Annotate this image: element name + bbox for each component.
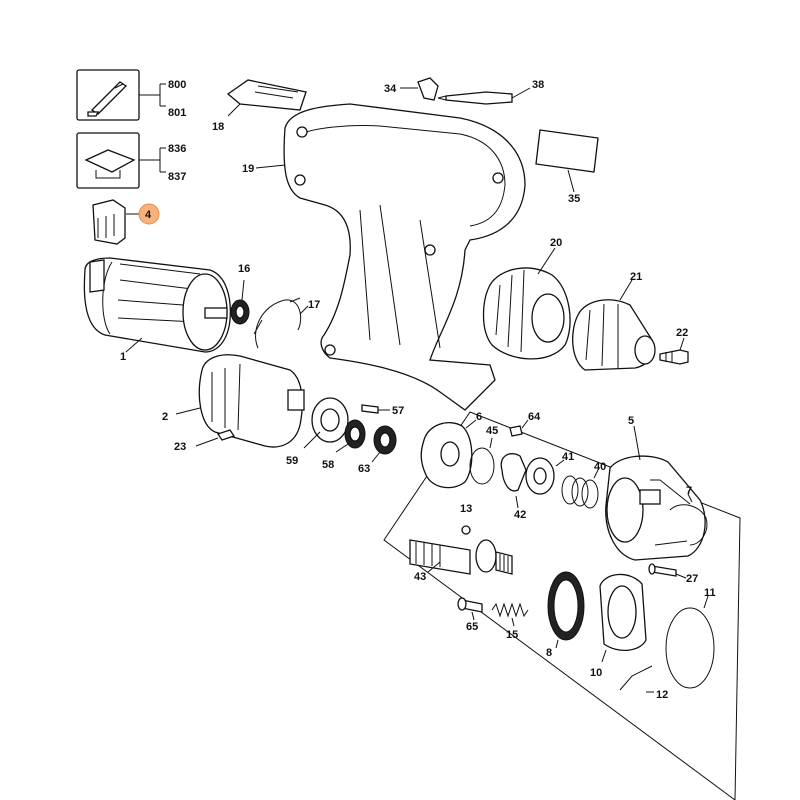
label-17: 17 xyxy=(308,299,320,311)
label-38: 38 xyxy=(532,79,544,91)
part-64-small-block[interactable] xyxy=(509,419,529,437)
label-6: 6 xyxy=(476,411,482,423)
label-27: 27 xyxy=(686,573,698,585)
part-38-screwdriver-bit[interactable] xyxy=(437,87,531,105)
label-5: 5 xyxy=(628,415,634,427)
part-58-planet-carrier[interactable] xyxy=(335,419,366,453)
label-65: 65 xyxy=(466,621,478,633)
part-11-snap-ring[interactable] xyxy=(665,595,715,689)
part-42-spring-plate[interactable] xyxy=(500,453,527,509)
part-18-switch-button[interactable] xyxy=(226,79,307,117)
part-6-clutch-housing[interactable] xyxy=(420,419,477,489)
label-15: 15 xyxy=(506,629,518,641)
part-8-clutch-ring[interactable] xyxy=(547,571,585,649)
label-11: 11 xyxy=(704,587,716,599)
label-801: 801 xyxy=(168,107,186,119)
label-64: 64 xyxy=(528,411,541,423)
part-13-ball[interactable] xyxy=(461,525,471,535)
label-43: 43 xyxy=(414,571,426,583)
label-7: 7 xyxy=(686,485,692,497)
highlight-circle-4[interactable] xyxy=(138,203,160,225)
label-21: 21 xyxy=(630,271,642,283)
label-19: 19 xyxy=(242,163,254,175)
callout-labels: 800 801 836 837 4 18 34 38 19 35 16 17 1… xyxy=(120,79,716,701)
label-1: 1 xyxy=(120,351,126,363)
part-35-label[interactable] xyxy=(535,129,599,193)
part-10-adjusting-collar[interactable] xyxy=(599,573,647,663)
part-20-chuck-sleeve[interactable] xyxy=(482,247,571,360)
part-5-transmission-assembly[interactable] xyxy=(605,425,706,561)
part-57-pin[interactable] xyxy=(361,404,390,414)
part-19-housing-half[interactable] xyxy=(255,103,526,411)
label-45: 45 xyxy=(486,425,498,437)
part-45-retaining-ring[interactable] xyxy=(469,437,495,485)
label-836: 836 xyxy=(168,143,186,155)
part-40-spring[interactable] xyxy=(561,469,599,509)
label-12: 12 xyxy=(656,689,668,701)
part-43-spindle[interactable] xyxy=(409,539,513,575)
part-63-sun-gear[interactable] xyxy=(371,425,397,463)
label-20: 20 xyxy=(550,237,562,249)
label-58: 58 xyxy=(322,459,334,471)
part-27-screw[interactable] xyxy=(648,563,687,579)
label-42: 42 xyxy=(514,509,526,521)
label-35: 35 xyxy=(568,193,580,205)
part-59-ring-gear[interactable] xyxy=(303,397,349,449)
label-59: 59 xyxy=(286,455,298,467)
label-40: 40 xyxy=(594,461,606,473)
label-800: 800 xyxy=(168,79,186,91)
part-15-spring[interactable] xyxy=(491,602,529,627)
label-2: 2 xyxy=(162,411,168,423)
label-837: 837 xyxy=(168,171,186,183)
part-7-gear-shaft[interactable] xyxy=(669,493,708,546)
part-17-spring-clip[interactable] xyxy=(253,297,309,349)
part-2-gearbox-housing[interactable] xyxy=(175,354,305,448)
part-23-screw[interactable] xyxy=(195,429,236,447)
label-4: 4 xyxy=(145,209,152,221)
label-22: 22 xyxy=(676,327,688,339)
label-10: 10 xyxy=(590,667,602,679)
label-16: 16 xyxy=(238,263,250,275)
label-63: 63 xyxy=(358,463,370,475)
label-57: 57 xyxy=(392,405,404,417)
label-8: 8 xyxy=(546,647,552,659)
part-22-chuck-screw[interactable] xyxy=(659,337,689,365)
kit-box-800-801[interactable] xyxy=(76,69,166,121)
label-34: 34 xyxy=(384,83,397,95)
part-12-spring-wire[interactable] xyxy=(619,665,654,693)
part-21-chuck-collar[interactable] xyxy=(572,279,656,371)
part-34-clip[interactable] xyxy=(400,77,439,101)
part-16-pinion-gear[interactable] xyxy=(230,279,250,325)
kit-box-836-837[interactable] xyxy=(76,132,166,189)
label-23: 23 xyxy=(174,441,186,453)
part-65-pin[interactable] xyxy=(457,597,483,621)
label-41: 41 xyxy=(562,451,574,463)
part-4-brush-holder[interactable] xyxy=(92,199,142,245)
part-1-motor[interactable] xyxy=(83,257,231,353)
label-18: 18 xyxy=(212,121,224,133)
label-13: 13 xyxy=(460,503,472,515)
part-41-clutch-plate[interactable] xyxy=(525,457,565,495)
